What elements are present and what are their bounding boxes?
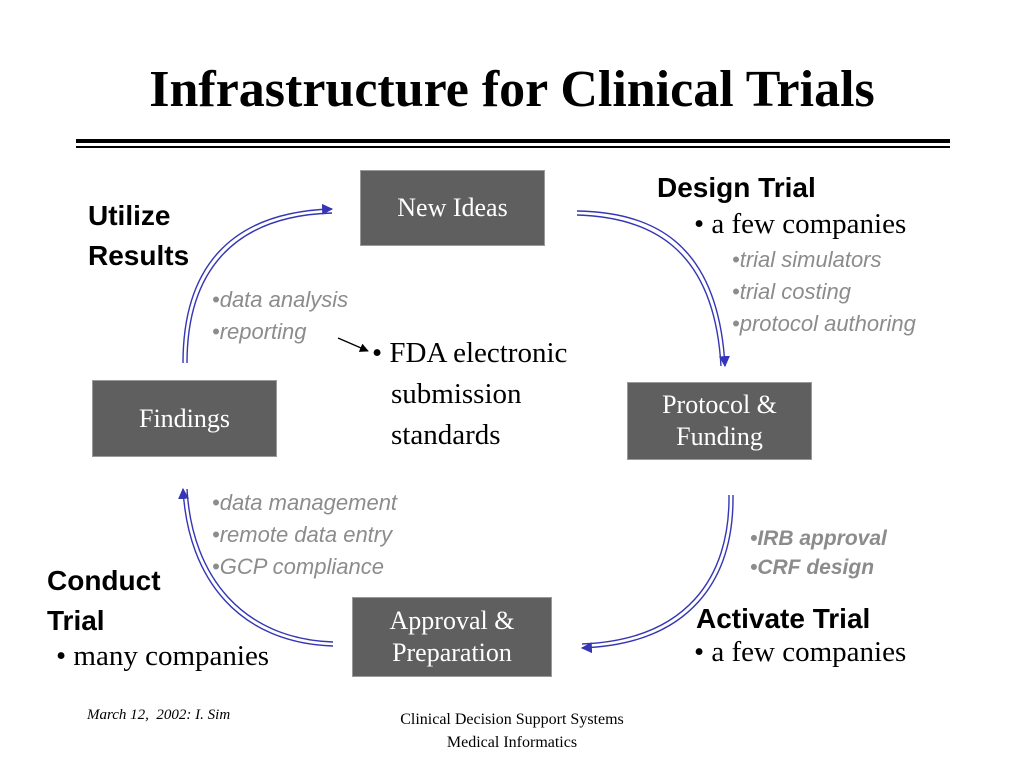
stage-utilize-tools: •data analysis •reporting [212, 284, 348, 348]
box-findings-label: Findings [138, 403, 231, 433]
box-protocol-line-1: Protocol & [662, 390, 777, 420]
stage-activate-detail: • a few companies [694, 636, 907, 668]
box-findings: Findings [92, 380, 277, 457]
box-protocol-line-2: Funding [676, 422, 763, 451]
box-approval-line-2: Preparation [392, 638, 512, 667]
stage-design-detail: • a few companies [694, 208, 907, 240]
arrow-design [576, 210, 730, 368]
tool-crf-design: •CRF design [750, 556, 875, 579]
tool-reporting: •reporting [212, 319, 307, 344]
tool-gcp-compliance: •GCP compliance [212, 554, 384, 579]
tool-irb-approval: •IRB approval [750, 527, 887, 550]
title-rule-thick [76, 139, 950, 143]
stage-conduct-tools: •data management •remote data entry •GCP… [212, 487, 397, 583]
title-rule-thin [76, 146, 950, 148]
tool-remote-data-entry: •remote data entry [212, 522, 393, 547]
stage-utilize-title: Utilize Results [88, 196, 189, 276]
arrow-utilize [182, 203, 334, 364]
tool-data-management: •data management [212, 490, 398, 515]
stage-conduct-title-line-1: Conduct [47, 565, 161, 596]
footer-course-line-1: Clinical Decision Support Systems [400, 711, 624, 728]
stage-utilize-title-line-1: Utilize [88, 200, 171, 231]
box-protocol-funding: Protocol & Funding [627, 382, 812, 460]
stage-conduct-detail: • many companies [56, 640, 270, 672]
box-approval-line-1: Approval & [389, 606, 515, 636]
fda-note-line-1: • FDA electronic [372, 337, 568, 369]
box-approval-preparation: Approval & Preparation [352, 597, 552, 677]
stage-activate-title: Activate Trial [696, 603, 871, 634]
stage-activate-tools: •IRB approval •CRF design [750, 524, 887, 582]
tool-trial-costing: •trial costing [732, 279, 851, 304]
stage-conduct-title-line-2: Trial [47, 605, 105, 636]
box-new-ideas-label: New Ideas [397, 193, 508, 223]
fda-note: • FDA electronic submission standards [372, 333, 567, 456]
arrow-activate [580, 494, 734, 654]
footer-date-author: March 12, 2002: I. Sim [87, 707, 231, 723]
tool-trial-simulators: •trial simulators [732, 247, 882, 272]
pointer-arrow [337, 337, 369, 352]
tool-protocol-authoring: •protocol authoring [732, 311, 916, 336]
footer-course: Clinical Decision Support Systems Medica… [312, 708, 712, 754]
box-new-ideas: New Ideas [360, 170, 545, 246]
footer-course-line-2: Medical Informatics [446, 734, 578, 751]
page-title: Infrastructure for Clinical Trials [149, 61, 875, 118]
stage-conduct-title: Conduct Trial [47, 561, 161, 641]
stage-design-title: Design Trial [657, 172, 816, 203]
arrow-conduct [178, 487, 334, 647]
stage-design-tools: •trial simulators •trial costing •protoc… [732, 244, 916, 340]
fda-note-line-2: submission [391, 378, 522, 410]
tool-data-analysis: •data analysis [212, 287, 349, 312]
stage-utilize-title-line-2: Results [88, 240, 190, 271]
fda-note-line-3: standards [391, 419, 501, 451]
